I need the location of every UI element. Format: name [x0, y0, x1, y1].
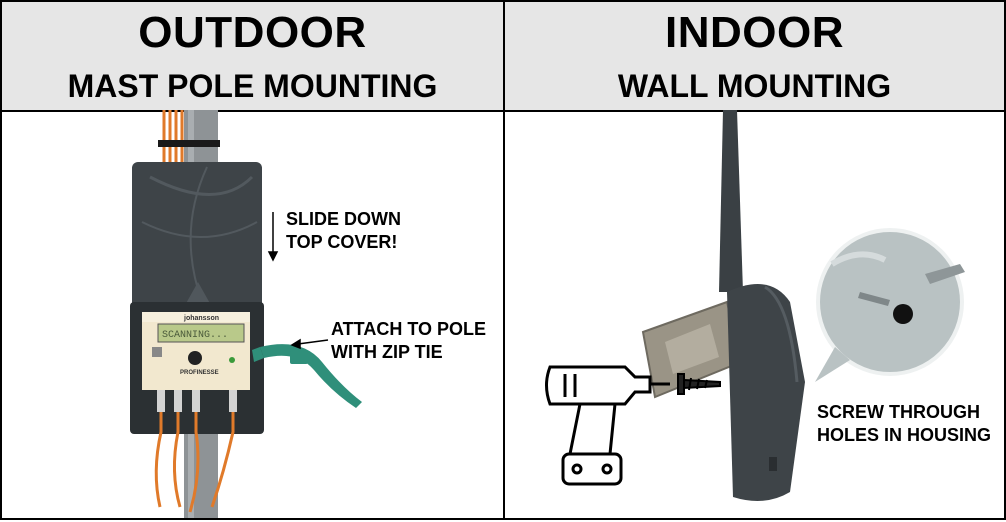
pole-clamp [158, 140, 220, 147]
screw-callout-line1: SCREW THROUGH [817, 402, 980, 422]
slide-callout-line2: TOP COVER! [286, 232, 398, 252]
attach-callout-line1: ATTACH TO POLE [331, 319, 486, 339]
device-brand: johansson [183, 315, 219, 322]
screw-hole [893, 304, 913, 324]
housing-side [727, 284, 805, 501]
slide-callout: SLIDE DOWN TOP COVER! [286, 208, 401, 254]
housing-cover [132, 162, 262, 317]
screw-callout-line2: HOLES IN HOUSING [817, 425, 992, 445]
outdoor-header: OUTDOOR MAST POLE MOUNTING [2, 2, 503, 112]
device-fin [719, 110, 743, 292]
screw-icon [677, 373, 721, 395]
lcd-text: SCANNING... [162, 330, 228, 341]
device-model: PROFINESSE [180, 370, 219, 376]
slide-callout-line1: SLIDE DOWN [286, 209, 401, 229]
cables-bottom [154, 412, 235, 513]
indoor-panel: INDOOR WALL MOUNTING [503, 0, 1006, 520]
drill-icon [545, 365, 670, 486]
device-knob [188, 351, 202, 365]
indoor-header: INDOOR WALL MOUNTING [505, 2, 1004, 112]
zoom-detail-circle [816, 228, 964, 376]
lcd-display [157, 323, 245, 343]
wall-mount-illustration [545, 110, 965, 501]
outdoor-title: OUTDOOR [138, 8, 367, 57]
cable-connectors [157, 390, 237, 412]
attach-arrow [290, 338, 329, 350]
indoor-title: INDOOR [665, 8, 844, 57]
attach-callout: ATTACH TO POLE WITH ZIP TIE [331, 318, 486, 364]
indoor-subtitle: WALL MOUNTING [617, 68, 892, 104]
slide-down-arrow [267, 212, 279, 262]
screw-callout: SCREW THROUGH HOLES IN HOUSING [817, 401, 991, 447]
zip-tie [252, 344, 362, 408]
mast-mount-illustration: johansson SCANNING... PROFINESSE [130, 110, 362, 518]
attach-callout-line2: WITH ZIP TIE [331, 342, 443, 362]
outdoor-panel: OUTDOOR MAST POLE MOUNTING [0, 0, 505, 520]
outdoor-subtitle: MAST POLE MOUNTING [67, 68, 438, 104]
